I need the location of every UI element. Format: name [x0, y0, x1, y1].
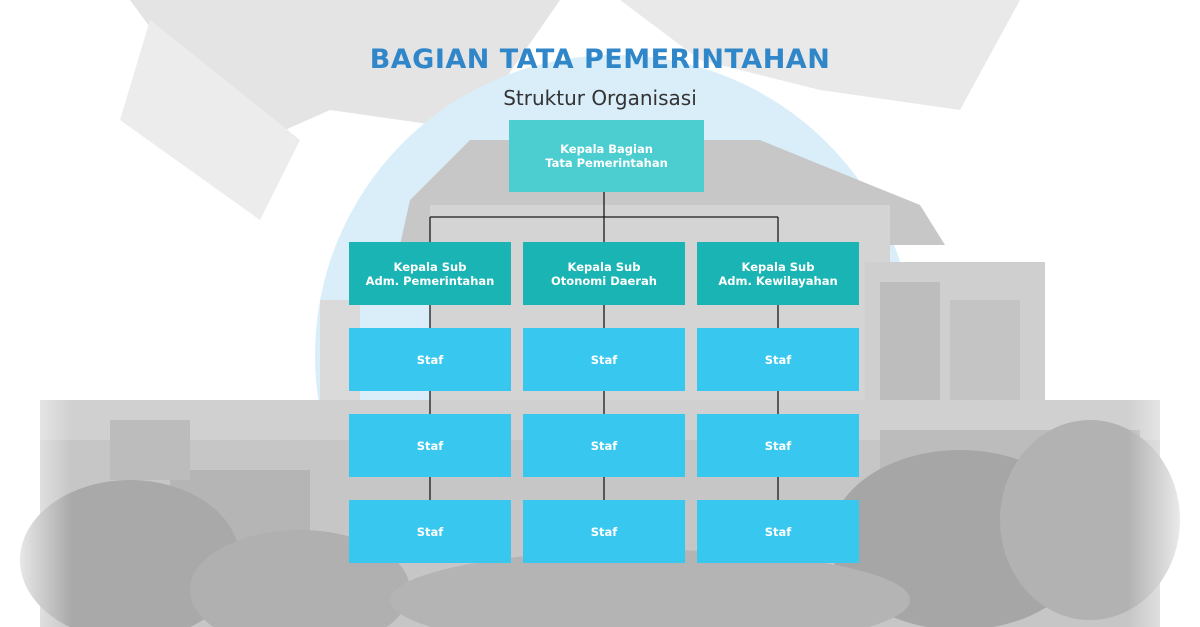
- head-box-line1: Kepala Bagian: [560, 142, 653, 156]
- sub-box-adm-pemerintahan: Kepala Sub Adm. Pemerintahan: [349, 242, 511, 305]
- sub-box-line1: Kepala Sub: [393, 259, 467, 274]
- staff-label: Staf: [416, 352, 444, 367]
- head-box-line2: Tata Pemerintahan: [545, 156, 668, 170]
- staff-label: Staf: [416, 438, 444, 453]
- staff-label: Staf: [764, 438, 792, 453]
- staff-box: Staf: [697, 500, 859, 563]
- sub-box-line1: Kepala Sub: [741, 259, 815, 274]
- sub-box-line2: Adm. Pemerintahan: [365, 273, 495, 288]
- staff-box: Staf: [523, 500, 685, 563]
- staff-label: Staf: [764, 352, 792, 367]
- staff-label: Staf: [590, 524, 618, 539]
- staff-box: Staf: [349, 414, 511, 477]
- staff-label: Staf: [590, 438, 618, 453]
- staff-box: Staf: [349, 328, 511, 391]
- page-subtitle: Struktur Organisasi: [503, 86, 697, 110]
- staff-box: Staf: [697, 328, 859, 391]
- sub-box-line2: Otonomi Daerah: [551, 273, 657, 288]
- staff-label: Staf: [590, 352, 618, 367]
- sub-box-line1: Kepala Sub: [567, 259, 641, 274]
- staff-label: Staf: [416, 524, 444, 539]
- staff-box: Staf: [697, 414, 859, 477]
- staff-box: Staf: [349, 500, 511, 563]
- sub-box-line2: Adm. Kewilayahan: [718, 273, 838, 288]
- sub-box-adm-kewilayahan: Kepala Sub Adm. Kewilayahan: [697, 242, 859, 305]
- head-box: Kepala Bagian Tata Pemerintahan: [509, 120, 704, 192]
- staff-box: Staf: [523, 414, 685, 477]
- sub-box-otonomi-daerah: Kepala Sub Otonomi Daerah: [523, 242, 685, 305]
- staff-label: Staf: [764, 524, 792, 539]
- staff-box: Staf: [523, 328, 685, 391]
- page-title: BAGIAN TATA PEMERINTAHAN: [369, 44, 831, 75]
